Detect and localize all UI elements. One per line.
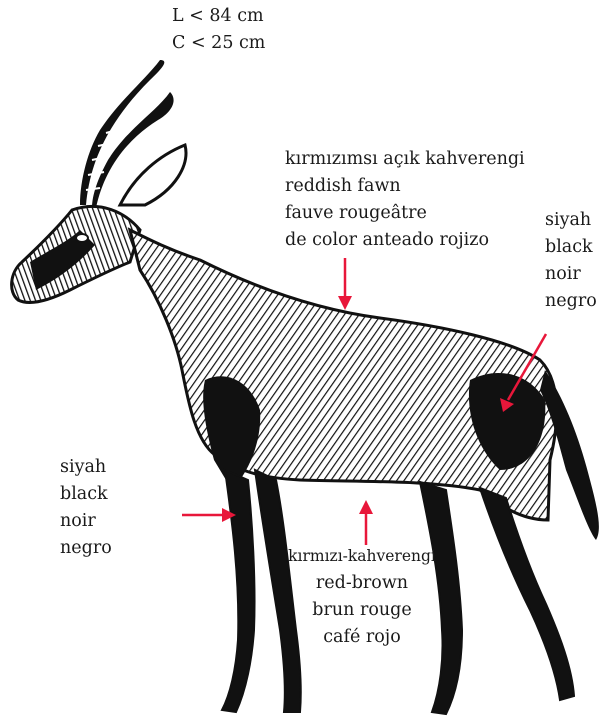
belly-color-tr: kırmızı-kahverengi — [287, 543, 437, 570]
belly-color-fr: brun rouge — [287, 597, 437, 624]
back-color-es: de color anteado rojizo — [285, 227, 525, 254]
back-color-tr: kırmızımsı açık kahverengi — [285, 146, 525, 173]
leg-color-label: siyah black noir negro — [60, 454, 112, 562]
back-color-en: reddish fawn — [285, 173, 525, 200]
horn-measure: C < 25 cm — [172, 30, 265, 57]
belly-color-label: kırmızı-kahverengi red-brown brun rouge … — [287, 543, 437, 651]
rump-color-fr: noir — [545, 261, 597, 288]
rump-color-en: black — [545, 234, 597, 261]
rump-color-tr: siyah — [545, 207, 597, 234]
rump-color-es: negro — [545, 288, 597, 315]
size-label: L < 84 cm C < 25 cm — [172, 3, 265, 57]
back-color-label: kırmızımsı açık kahverengi reddish fawn … — [285, 146, 525, 254]
ear — [120, 145, 186, 205]
leg-color-tr: siyah — [60, 454, 112, 481]
length-measure: L < 84 cm — [172, 3, 265, 30]
leg-color-en: black — [60, 481, 112, 508]
arrow-back — [338, 258, 352, 310]
leg-color-fr: noir — [60, 508, 112, 535]
leg-color-es: negro — [60, 535, 112, 562]
rump-color-label: siyah black noir negro — [545, 207, 597, 315]
belly-color-es: café rojo — [287, 624, 437, 651]
belly-color-en: red-brown — [287, 570, 437, 597]
arrow-leg — [182, 508, 236, 522]
arrow-belly — [359, 500, 373, 545]
back-color-fr: fauve rougeâtre — [285, 200, 525, 227]
